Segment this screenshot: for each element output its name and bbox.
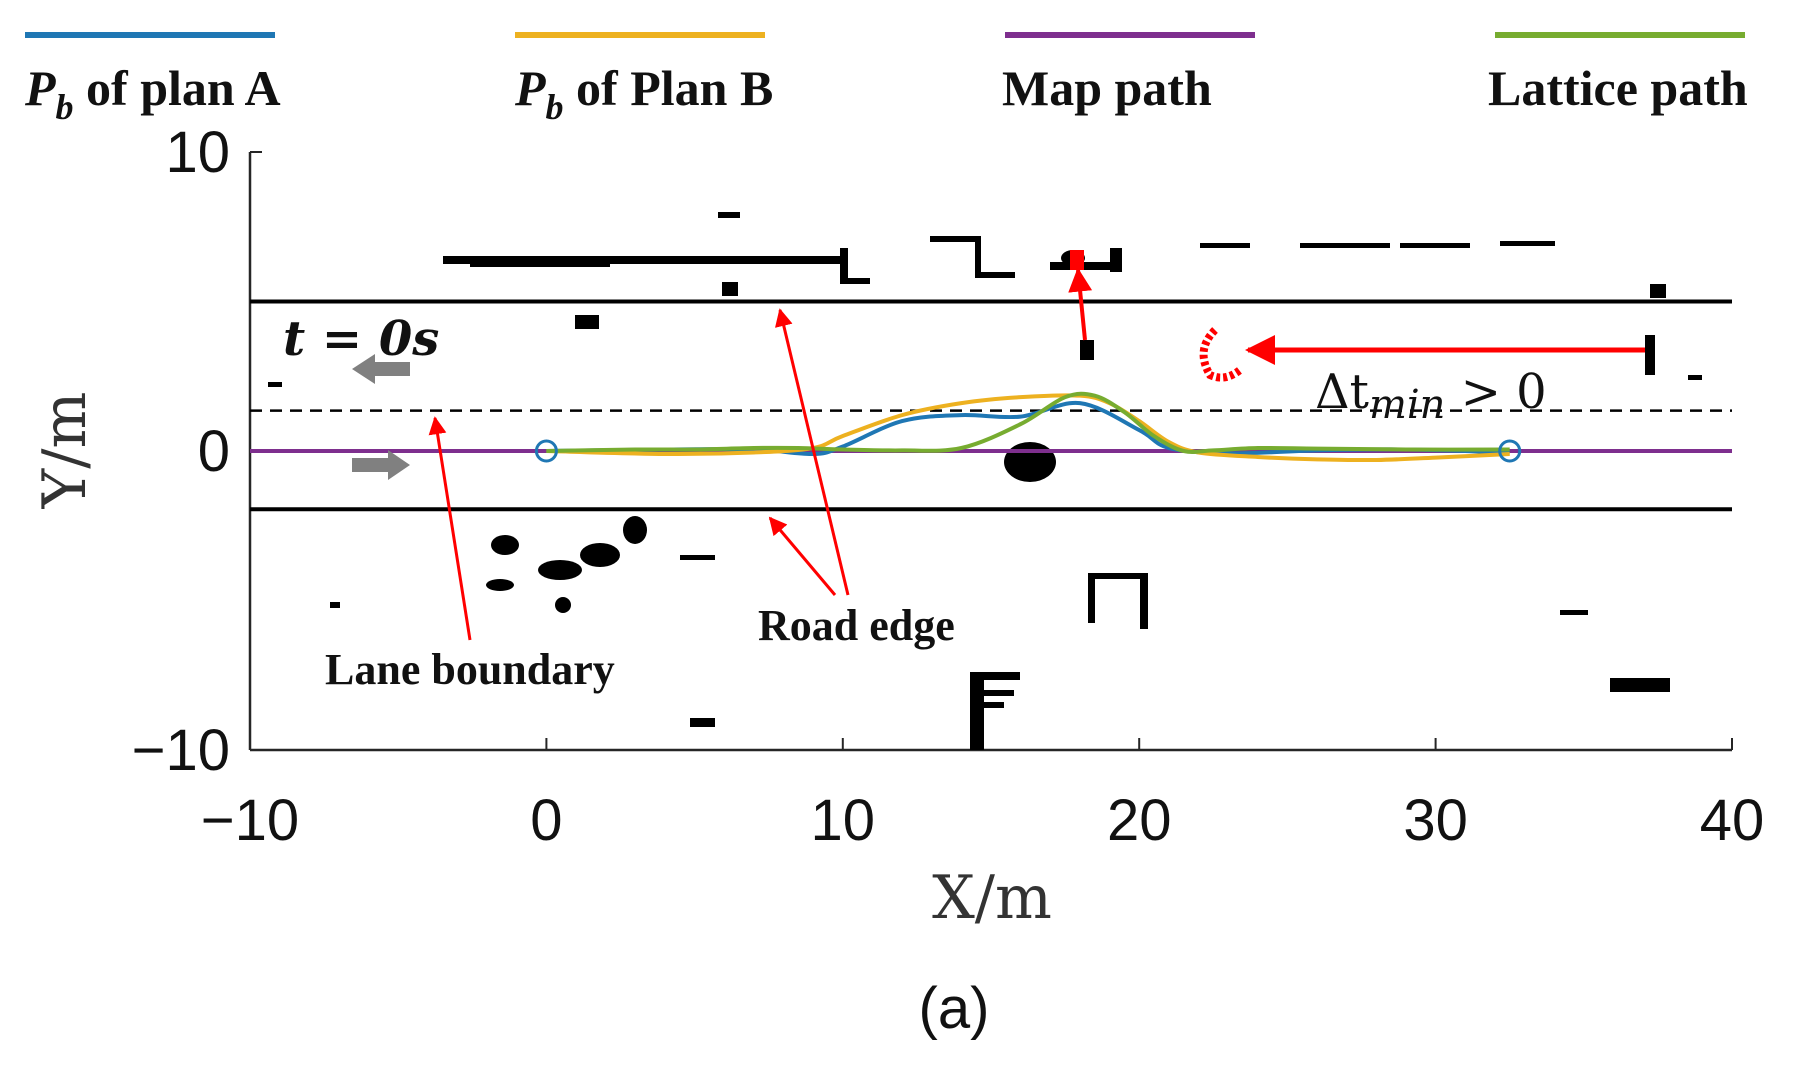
- arrow-left-icon: [352, 354, 410, 384]
- obstacle-cluster-7: [555, 597, 571, 613]
- legend-label-plan-a: of plan A: [74, 60, 281, 116]
- obstacle-strip-10: [1300, 243, 1390, 248]
- annotations: t = 0s Δtmin > 0 Road edge Lane boundary: [283, 250, 1645, 694]
- obstacle-dot-6: [690, 718, 715, 727]
- time-label: t = 0s: [283, 311, 439, 367]
- obstacle-dot-13: [1688, 375, 1702, 380]
- obstacle-box-1: [1088, 573, 1148, 579]
- obstacle-cluster-3: [538, 560, 582, 580]
- caption: (a): [919, 976, 990, 1041]
- obstacle-box-7: [984, 702, 1004, 708]
- series-p-b-of-plan-b: [546, 393, 1510, 463]
- obstacle-cluster-5: [623, 516, 647, 544]
- road-edge-label: Road edge: [758, 601, 955, 650]
- obstacle-box-4: [970, 672, 984, 750]
- obstacle-motion-arrow: [1068, 267, 1093, 341]
- delta-t-sub: min: [1369, 382, 1445, 428]
- svg-text:Pb of Plan B: Pb of Plan B: [514, 60, 773, 127]
- legend-label-plan-b: of Plan B: [564, 60, 774, 116]
- obstacle-cluster-2: [491, 535, 519, 555]
- moving-obstacle-icon: [1199, 327, 1243, 382]
- obstacle-dot-3: [722, 282, 738, 296]
- series-lattice-path: [546, 391, 1510, 454]
- y-tick-label: 10: [165, 120, 230, 185]
- x-tick-label: 10: [811, 788, 876, 853]
- obstacle-strip-4: [840, 278, 870, 284]
- x-tick-label: −10: [201, 788, 299, 853]
- obstacle-dot-12: [1650, 284, 1666, 298]
- obstacle-box-2: [1088, 573, 1095, 623]
- series-lines: [250, 391, 1732, 463]
- obstacle-strip-5: [930, 236, 980, 242]
- svg-text:Pb of plan A: Pb of plan A: [24, 60, 281, 127]
- legend-item-lattice-path: Lattice path: [1488, 32, 1748, 116]
- obstacle-dot-4: [1080, 340, 1094, 360]
- legend-label-map-path: Map path: [1002, 60, 1212, 116]
- legend-sub-plan-a: b: [56, 87, 74, 127]
- obstacle-strip-9: [1200, 243, 1250, 248]
- obstacle-strip-3: [840, 248, 848, 284]
- obstacle-dot-5: [1645, 335, 1655, 375]
- obstacle-dot-2: [718, 212, 740, 218]
- obstacle-dot-1: [575, 315, 599, 329]
- x-tick-label: 40: [1700, 788, 1765, 853]
- obstacle-dot-11: [1110, 248, 1122, 272]
- obstacle-strip-1: [443, 256, 843, 264]
- legend-item-plan-b: Pb of Plan B: [514, 32, 773, 127]
- x-tick-label: 0: [530, 788, 562, 853]
- road-edge-arrow-top: [775, 308, 850, 596]
- path-endpoint-marker: [534, 439, 558, 463]
- legend-item-plan-a: Pb of plan A: [24, 32, 281, 127]
- y-tick-label: −10: [132, 718, 230, 783]
- obstacle-strip-6: [975, 236, 981, 276]
- obstacle-cluster-6: [486, 579, 514, 591]
- svg-text:t = 0s: t = 0s: [283, 311, 439, 367]
- legend-main-plan-b: P: [514, 60, 546, 116]
- x-axis-label: X/m: [932, 863, 1052, 933]
- y-ticks: −10 0 10: [132, 120, 262, 783]
- svg-text:Δtmin > 0: Δtmin > 0: [1315, 364, 1547, 428]
- obstacle-dot-9: [268, 382, 282, 387]
- obstacle-dot-8: [1560, 610, 1588, 615]
- delta-t-rest: > 0: [1445, 364, 1546, 420]
- obstacle-strip-12: [1500, 241, 1555, 246]
- lane-boundary-label: Lane boundary: [325, 645, 615, 694]
- obstacle-cluster-4: [580, 543, 620, 567]
- obstacle-cluster-1: [1004, 442, 1056, 482]
- path-endpoint-marker: [1498, 439, 1522, 463]
- obstacle-box-6: [984, 690, 1014, 696]
- axes: −10 0 10 20 30 40 −10 0 10 X/m Y/m: [30, 120, 1764, 933]
- x-ticks: −10 0 10 20 30 40: [201, 738, 1764, 853]
- legend: Pb of plan A Pb of Plan B Map path Latti…: [24, 32, 1748, 127]
- obstacle-marker-red: [1070, 250, 1084, 270]
- legend-main-plan-a: P: [24, 60, 56, 116]
- reference-lines: [250, 299, 1732, 512]
- obstacle-box-5: [984, 672, 1020, 680]
- legend-sub-plan-b: b: [546, 87, 564, 127]
- legend-item-map-path: Map path: [1002, 32, 1255, 116]
- arrow-right-icon: [352, 450, 410, 480]
- legend-label-lattice-path: Lattice path: [1488, 60, 1748, 116]
- x-tick-label: 30: [1403, 788, 1468, 853]
- obstacle-dot-10: [330, 602, 340, 608]
- obstacle-strip-2: [470, 262, 610, 267]
- obstacle-dot-7: [1610, 678, 1670, 692]
- obstacle-strip-7: [975, 272, 1015, 278]
- x-tick-label: 20: [1107, 788, 1172, 853]
- delta-t-main: Δt: [1315, 364, 1369, 420]
- lane-boundary-arrow: [428, 416, 472, 641]
- obstacle-dot-14: [680, 555, 715, 560]
- road-edge-arrow-bottom: [768, 516, 837, 596]
- obstacle-box-3: [1140, 573, 1148, 629]
- y-tick-label: 0: [198, 419, 230, 484]
- obstacle-strip-11: [1400, 243, 1470, 248]
- y-axis-label: Y/m: [30, 392, 100, 510]
